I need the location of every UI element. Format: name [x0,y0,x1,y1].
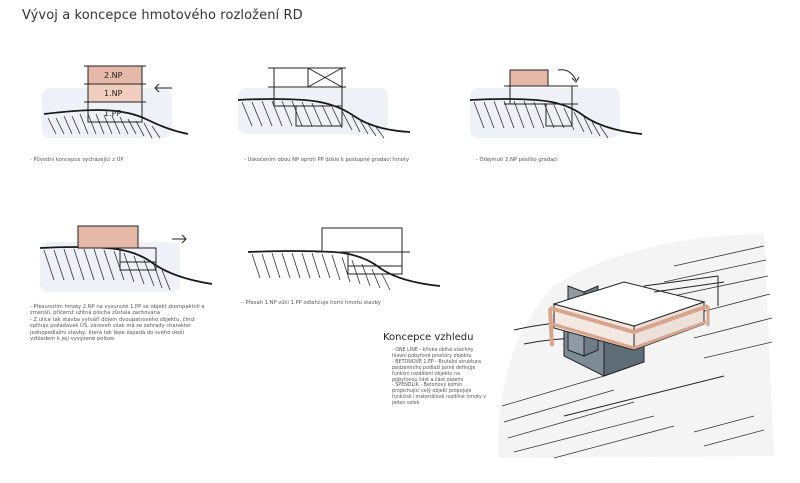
concept-line-8: propichující celý objekt propojuje [392,389,472,395]
diagram-panel-4 [36,218,216,300]
label-1np: 1.NP [104,89,123,98]
perspective-sketch [494,226,778,462]
diagram-sketch-1: 2.NP 1.NP 1.PP [42,65,189,139]
page-title: Vývoj a koncepce hmotového rozložení RD [22,8,303,23]
caption-3: - Odejmutí 2.NP posílilo gradaci [476,157,558,163]
diagram-sketch-3 [469,69,643,139]
concept-line-7: - ŠPENDLÍK - Betonový komín [392,383,463,389]
concept-line-3: - BETONOVÉ 1.PP - Brutální struktura [392,359,481,365]
caption-4-line-5: jednopodlažní stavby, která tak lépe zap… [30,329,185,336]
concept-line-4: podzemního podlaží jasně definuje [392,365,476,371]
concept-line-2: hlavní pobytové prostory objektu [392,353,472,359]
caption-1: - Původní koncepce vycházející z ÚP [30,157,124,163]
caption-2: - Uskočením obou NP oproti PP došlo k po… [244,157,410,163]
diagram-sketch-5 [247,227,441,291]
diagram-sketch-2 [237,67,411,139]
concept-heading: Koncepce vzhledu [383,332,474,343]
diagram-sketch-4 [39,225,213,292]
caption-5: - Přesah 1.NP vůči 1.PP odlehčuje horní … [242,300,381,306]
concept-list: - ONE LINE - křivka obíhá všechny hlavní… [392,348,510,407]
concept-line-9: funkčně i materiálově rozdílné hmoty v [392,395,487,401]
diagram-panel-2 [234,54,414,144]
concept-line-6: pobytovou část a část zázemí [392,377,464,383]
caption-4-line-4: splňuje požadavek ÚS, zároveň však má ze… [30,323,192,330]
caption-4-line-6: vzhledem k její vyvýšené poloze. [30,336,116,343]
caption-4: - Přesunutím hmoty 2.NP na vysunuté 1.PP… [30,304,260,342]
caption-4-line-1: - Přesunutím hmoty 2.NP na vysunuté 1.PP… [30,304,205,310]
concept-line-1: - ONE LINE - křivka obíhá všechny [392,348,474,353]
concept-line-5: funkční rozdělení objektu na [392,371,461,377]
concept-line-10: jeden celek [392,401,420,407]
perspective-drawing [497,234,774,459]
diagram-panel-1: 2.NP 1.NP 1.PP [38,48,198,148]
caption-4-line-3: - Z ulice tak stavba vytváří dojem dvoup… [30,316,195,323]
label-2np: 2.NP [104,71,123,80]
diagram-panel-3 [466,58,646,148]
caption-4-line-2: zmenšil, přičemž užitná plocha zůstala z… [30,310,161,317]
diagram-panel-5 [244,222,444,294]
label-1pp: 1.PP [104,109,121,118]
